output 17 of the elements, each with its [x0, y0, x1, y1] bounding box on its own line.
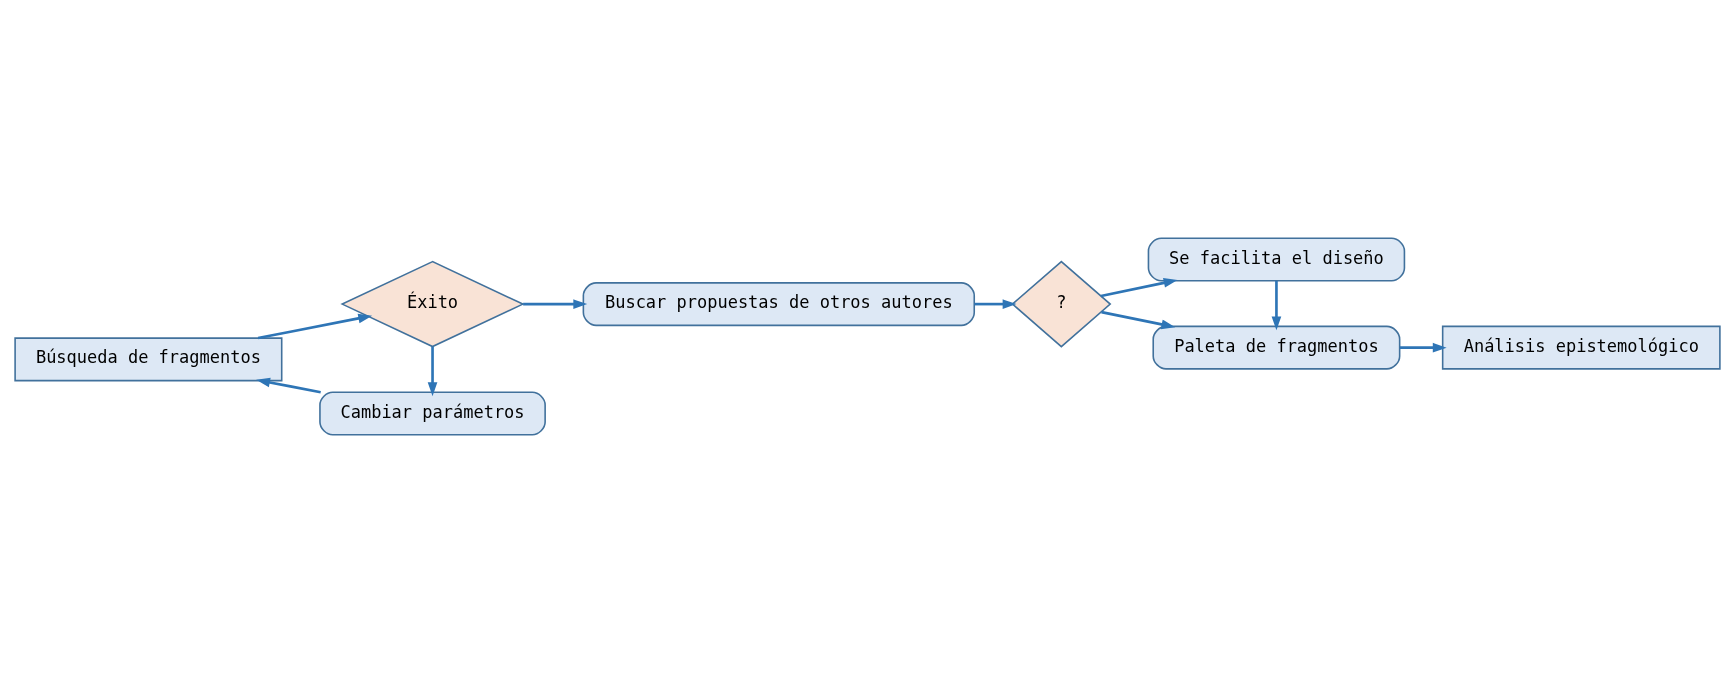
- node-box: Análisis epistemológico: [1441, 325, 1721, 370]
- arrow: [256, 377, 321, 394]
- arrow: [1100, 278, 1178, 298]
- arrow: [1399, 342, 1447, 353]
- arrow: [427, 346, 438, 397]
- node-box: Búsqueda de fragmentos: [14, 337, 283, 382]
- node-box: Cambiar parámetros: [319, 391, 546, 436]
- arrow: [1101, 310, 1176, 330]
- arrow: [974, 299, 1017, 309]
- node-diamond: Éxito: [340, 260, 525, 348]
- node-box: Paleta de fragmentos: [1152, 325, 1401, 370]
- node-box: Se facilita el diseño: [1147, 237, 1406, 282]
- arrow: [1271, 280, 1282, 331]
- node-box: Buscar propuestas de otros autores: [582, 282, 976, 327]
- arrow: [523, 299, 588, 309]
- arrow: [257, 313, 373, 340]
- node-diamond: ?: [1011, 260, 1112, 348]
